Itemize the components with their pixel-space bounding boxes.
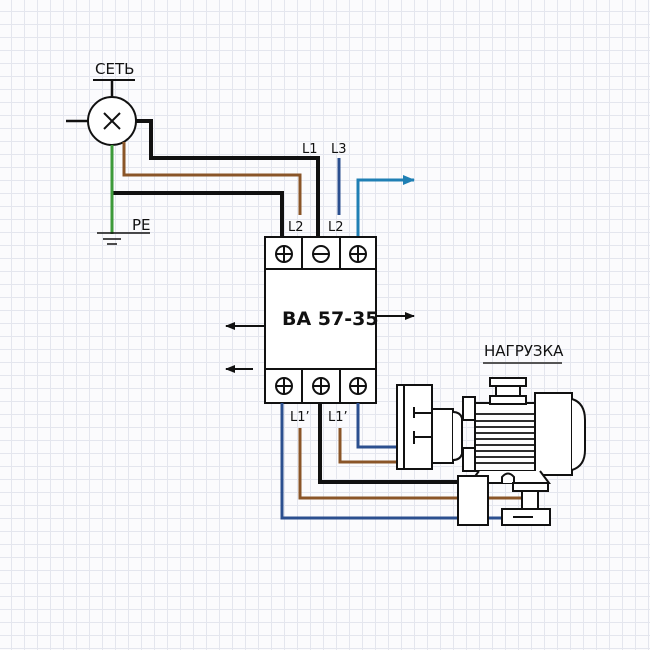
- label-l3: L3: [331, 142, 347, 157]
- wire-navy-inner: [356, 403, 400, 449]
- pump-housing: [396, 384, 433, 470]
- wire-navy-outer: [280, 403, 505, 520]
- label-top-right-l2: L2: [328, 220, 344, 235]
- wire-l1-black: [136, 119, 320, 237]
- terminal-bottom-1: [275, 377, 293, 395]
- wire-output-arrow: [356, 175, 415, 237]
- label-bottom-l1-middle: L1’: [328, 410, 348, 425]
- label-top-left-l2: L2: [288, 220, 304, 235]
- terminal-top-3: [349, 245, 367, 263]
- breaker-model-label: ВА 57-35: [282, 308, 379, 330]
- plus-icon: [276, 246, 292, 262]
- fan-cover: [534, 392, 573, 476]
- circuit-breaker: ВА 57-35: [264, 236, 379, 404]
- plus-icon: [350, 378, 366, 394]
- terminal-bottom-3: [349, 377, 367, 395]
- pe-label: PE: [132, 216, 151, 234]
- plus-icon: [313, 378, 329, 394]
- ground-symbol: PE: [97, 216, 151, 245]
- terminal-top-2: [312, 245, 330, 263]
- label-bottom-l1-left: L1’: [290, 410, 310, 425]
- load-label: НАГРУЗКА: [484, 342, 564, 360]
- terminal-top-1: [275, 245, 293, 263]
- motor-foot-left: [457, 475, 489, 526]
- breaker-body: [264, 236, 377, 404]
- motor-icon: [396, 377, 586, 526]
- wire-brown-inner: [338, 428, 400, 464]
- wire-black-middle: [318, 403, 458, 484]
- terminal-bottom-2: [312, 377, 330, 395]
- wire-brown-outer: [298, 428, 525, 500]
- network-label: СЕТЬ: [95, 60, 134, 78]
- plus-icon: [350, 246, 366, 262]
- cross-icon: [103, 112, 121, 130]
- cooling-fins: [475, 413, 535, 464]
- network-source: СЕТЬ: [66, 60, 137, 146]
- plus-icon: [276, 378, 292, 394]
- wire-brown-top: [122, 142, 302, 215]
- wire-black-lower: [112, 191, 284, 237]
- label-l1: L1: [302, 142, 318, 157]
